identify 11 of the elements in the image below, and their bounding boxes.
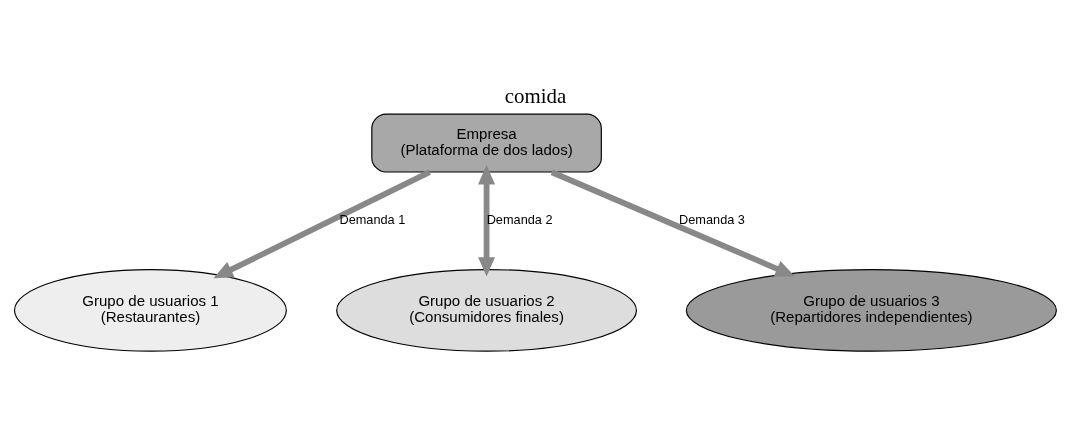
node-ellipse: Grupo de usuarios 3 (Repartidores independientes) (685, 268, 1057, 352)
arrow (213, 169, 431, 278)
diagram-title: comida (504, 83, 567, 108)
edge-label: Demanda 2 (486, 211, 553, 227)
arrow (550, 169, 795, 277)
node-ellipse: Grupo de usuarios 2 (Consumidores finales) (336, 268, 638, 352)
edge-label: Demanda 1 (339, 211, 406, 227)
arrow (478, 164, 496, 277)
edge-label: Demanda 3 (679, 211, 745, 227)
node-box: Empresa (Plataforma de dos lados) (371, 113, 602, 173)
node-ellipse: Grupo de usuarios 1 (Restaurantes) (13, 268, 287, 352)
